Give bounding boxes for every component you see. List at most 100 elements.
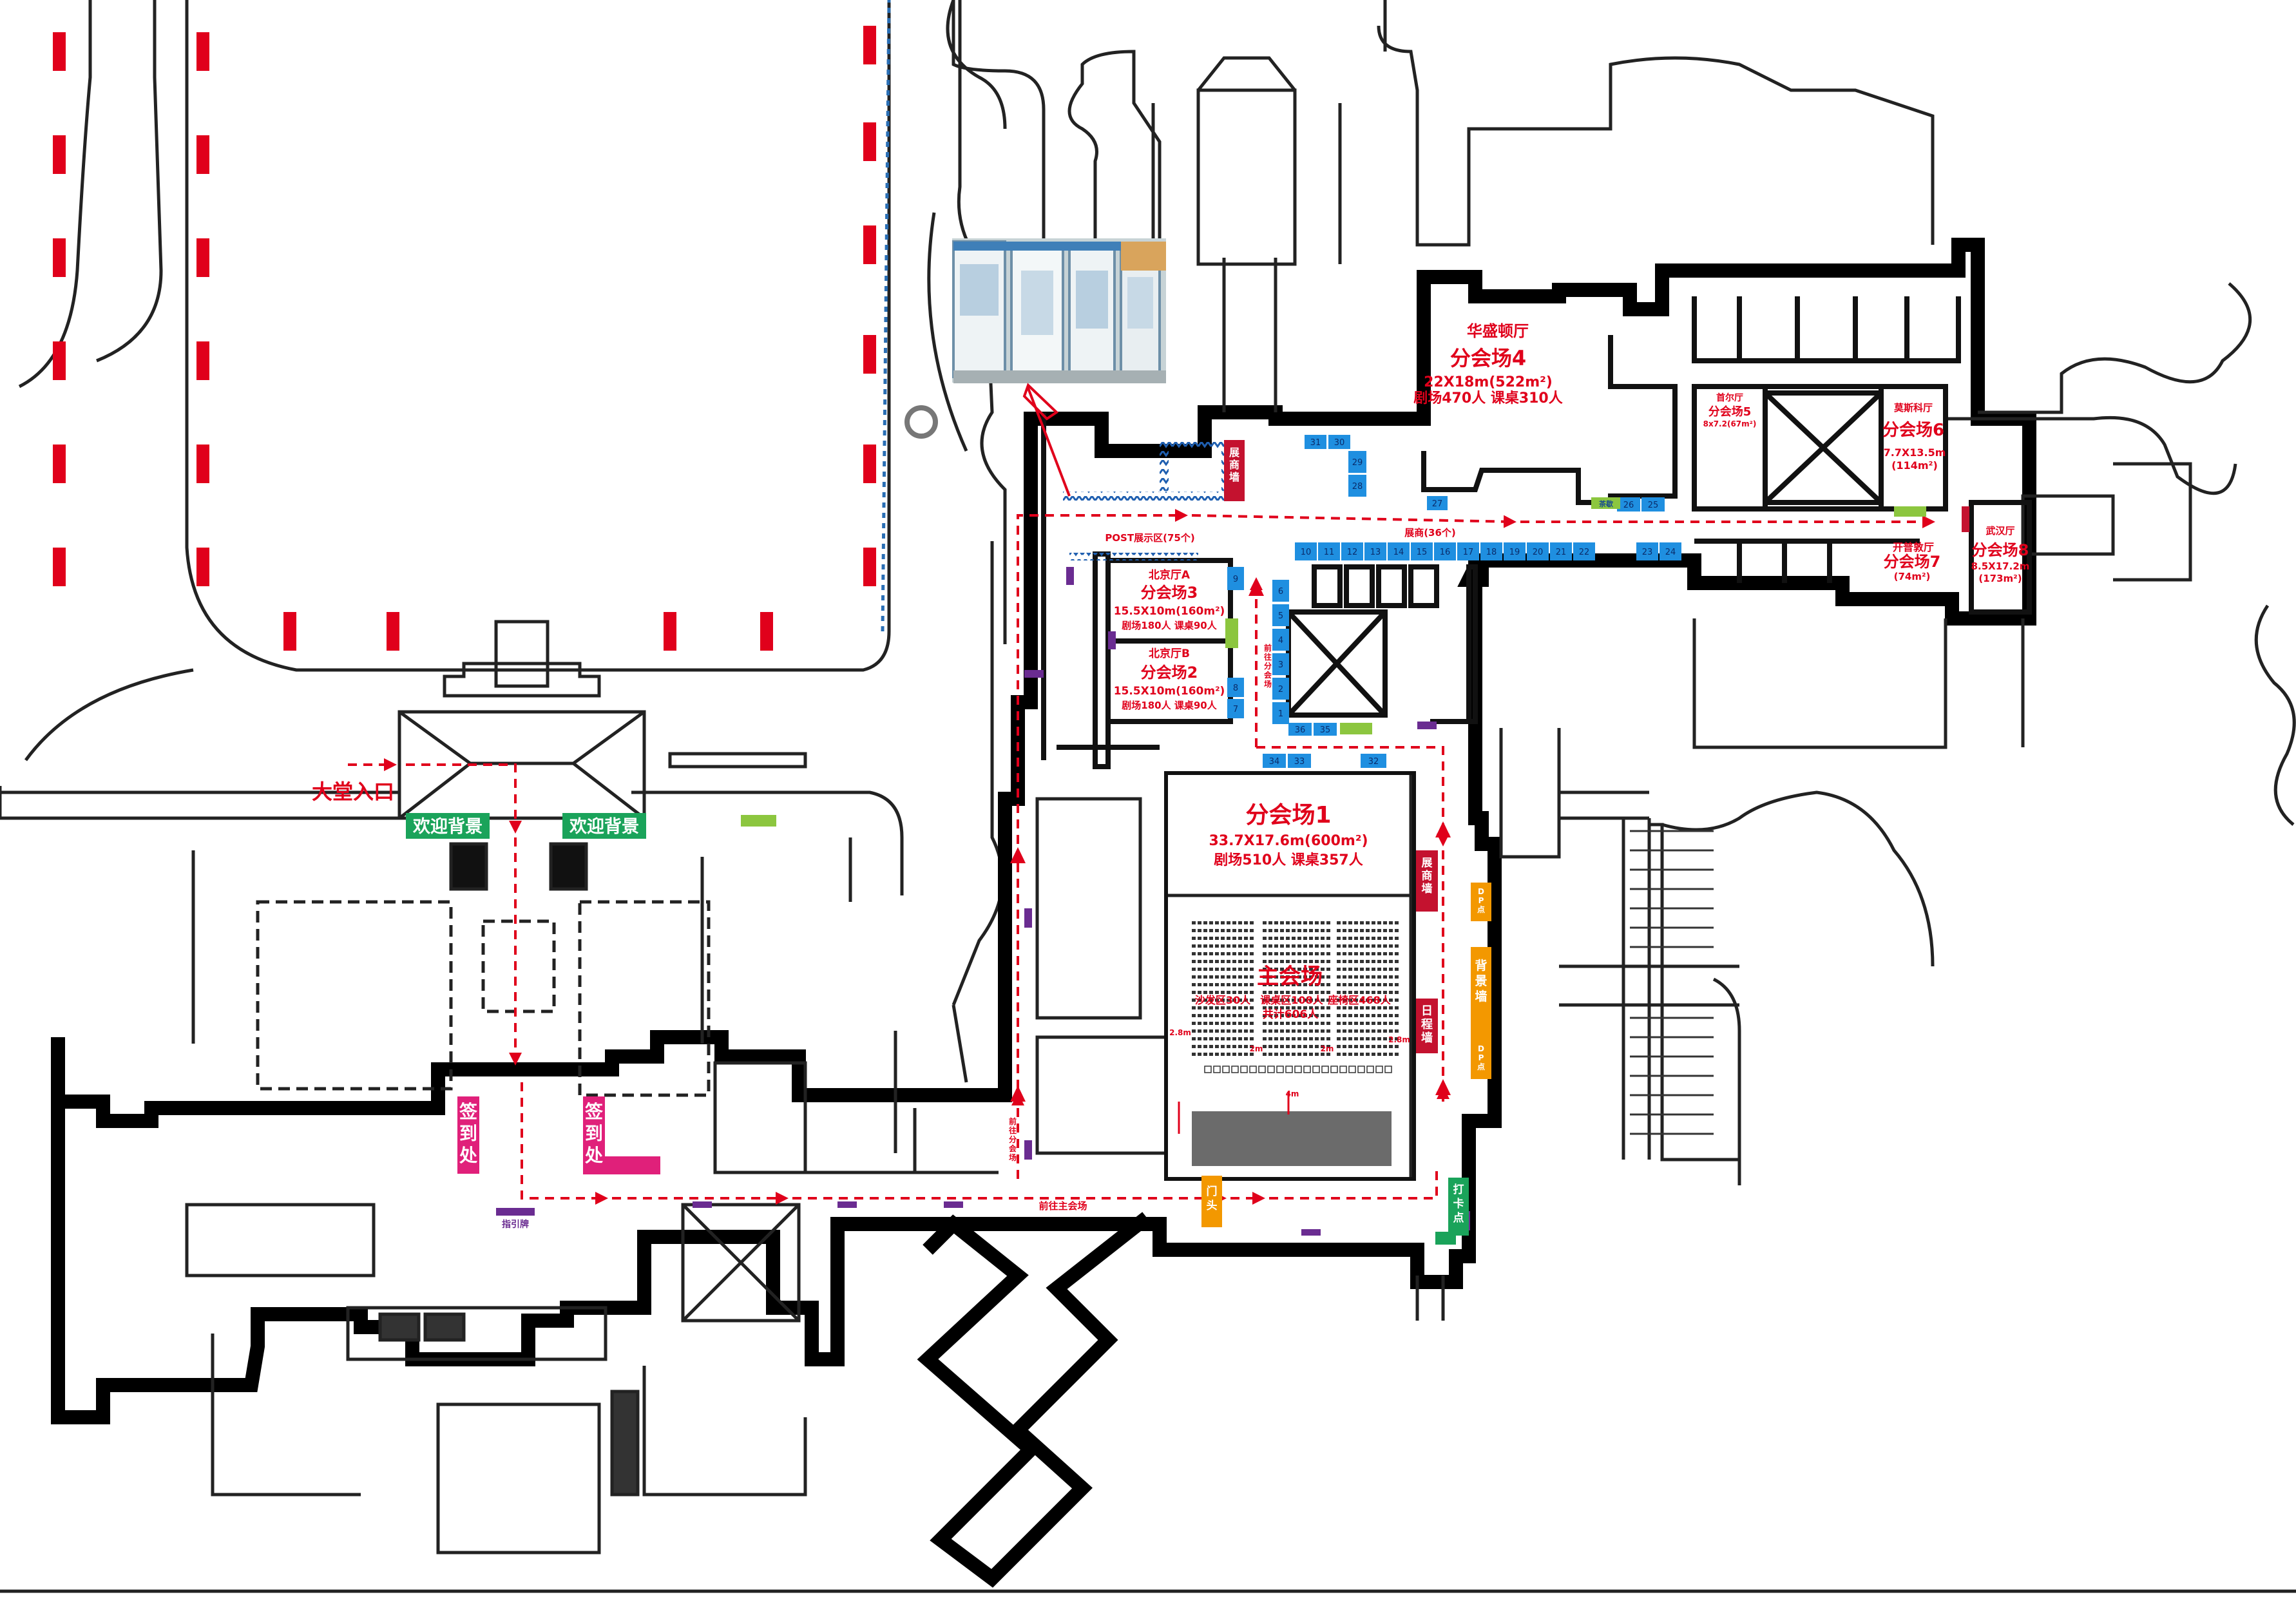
seat xyxy=(1383,1045,1387,1048)
booth-13 xyxy=(1364,542,1386,560)
guide-sign-label: 指引牌 xyxy=(502,1219,529,1230)
seat xyxy=(1383,1014,1387,1017)
seat xyxy=(1203,921,1207,924)
seat xyxy=(1209,960,1213,963)
seat xyxy=(1297,968,1301,971)
seat xyxy=(1377,929,1381,932)
seat xyxy=(1366,1045,1370,1048)
booth-35 xyxy=(1314,723,1337,736)
beijing-b-session: 分会场2 xyxy=(1141,664,1198,682)
main-hall-seating xyxy=(1192,921,1399,1073)
booth-29 xyxy=(1348,451,1366,473)
seat xyxy=(1395,1037,1399,1040)
seat xyxy=(1383,975,1387,979)
seat xyxy=(1238,1053,1242,1056)
seat xyxy=(1377,968,1381,971)
seat xyxy=(1377,921,1381,924)
seat xyxy=(1348,999,1352,1002)
seat xyxy=(1303,1022,1307,1025)
seat xyxy=(1209,929,1213,932)
seat xyxy=(1366,921,1370,924)
seat xyxy=(1343,952,1346,955)
seat xyxy=(1250,929,1254,932)
seat xyxy=(1372,968,1375,971)
seat xyxy=(1232,1022,1236,1025)
seat xyxy=(1343,1037,1346,1040)
seat xyxy=(1309,975,1313,979)
seat xyxy=(1192,968,1196,971)
signin-left-char: 处 xyxy=(459,1145,477,1166)
seat xyxy=(1203,1014,1207,1017)
seat xyxy=(1377,960,1381,963)
seat xyxy=(1244,1037,1248,1040)
seat xyxy=(1192,960,1196,963)
seat xyxy=(1389,1045,1393,1048)
seat xyxy=(1263,929,1267,932)
seat xyxy=(1292,968,1296,971)
seat xyxy=(1250,1053,1254,1056)
seat xyxy=(1250,975,1254,979)
desk-seat xyxy=(1339,1066,1347,1073)
seat xyxy=(1315,975,1319,979)
seat xyxy=(1209,975,1213,979)
seat xyxy=(1250,1006,1254,1009)
seat xyxy=(1268,1045,1272,1048)
seat xyxy=(1377,937,1381,940)
seat xyxy=(1280,952,1284,955)
seat xyxy=(1227,1014,1230,1017)
main-zone-sofa: 沙发区30人 xyxy=(1195,994,1251,1006)
seat xyxy=(1192,937,1196,940)
washington-session-title: 分会场4 xyxy=(1450,346,1526,370)
seat xyxy=(1215,983,1219,986)
seat xyxy=(1326,929,1330,932)
seat xyxy=(1337,1053,1341,1056)
seat xyxy=(1227,952,1230,955)
booth-17-label: 17 xyxy=(1463,548,1474,557)
seat xyxy=(1268,975,1272,979)
seat xyxy=(1198,975,1201,979)
booth-22 xyxy=(1573,542,1595,560)
seat xyxy=(1209,921,1213,924)
seat xyxy=(1372,937,1375,940)
green-tags xyxy=(741,497,1926,827)
seat xyxy=(1192,929,1196,932)
seat xyxy=(1366,991,1370,994)
seat xyxy=(1203,929,1207,932)
seat xyxy=(1286,1053,1290,1056)
seat xyxy=(1360,983,1364,986)
seat xyxy=(1337,921,1341,924)
seat xyxy=(1348,983,1352,986)
seat xyxy=(1215,999,1219,1002)
seat xyxy=(1343,1029,1346,1033)
seat xyxy=(1315,999,1319,1002)
seat xyxy=(1303,1045,1307,1048)
seat xyxy=(1395,1006,1399,1009)
seat xyxy=(1315,944,1319,948)
seat xyxy=(1280,937,1284,940)
seat xyxy=(1292,1037,1296,1040)
seat xyxy=(1360,1037,1364,1040)
booth-7 xyxy=(1227,699,1244,718)
seat xyxy=(1315,1045,1319,1048)
seat xyxy=(1303,1053,1307,1056)
booth-28-label: 28 xyxy=(1352,482,1363,492)
seat xyxy=(1232,1037,1236,1040)
seat xyxy=(1192,975,1196,979)
seat xyxy=(1232,921,1236,924)
seat xyxy=(1192,999,1196,1002)
seat xyxy=(1198,1045,1201,1048)
booth-15-label: 15 xyxy=(1417,548,1428,557)
seat xyxy=(1280,944,1284,948)
seat xyxy=(1348,1029,1352,1033)
seat xyxy=(1321,960,1325,963)
seat xyxy=(1203,968,1207,971)
seat xyxy=(1221,944,1225,948)
seat xyxy=(1244,975,1248,979)
seat xyxy=(1244,983,1248,986)
seat xyxy=(1360,929,1364,932)
lobby-canopy xyxy=(397,620,646,891)
seat xyxy=(1232,944,1236,948)
session1-size: 33.7X17.6m(600m²) xyxy=(1209,833,1368,849)
booth-24-label: 24 xyxy=(1665,548,1676,557)
booth-16 xyxy=(1434,542,1456,560)
